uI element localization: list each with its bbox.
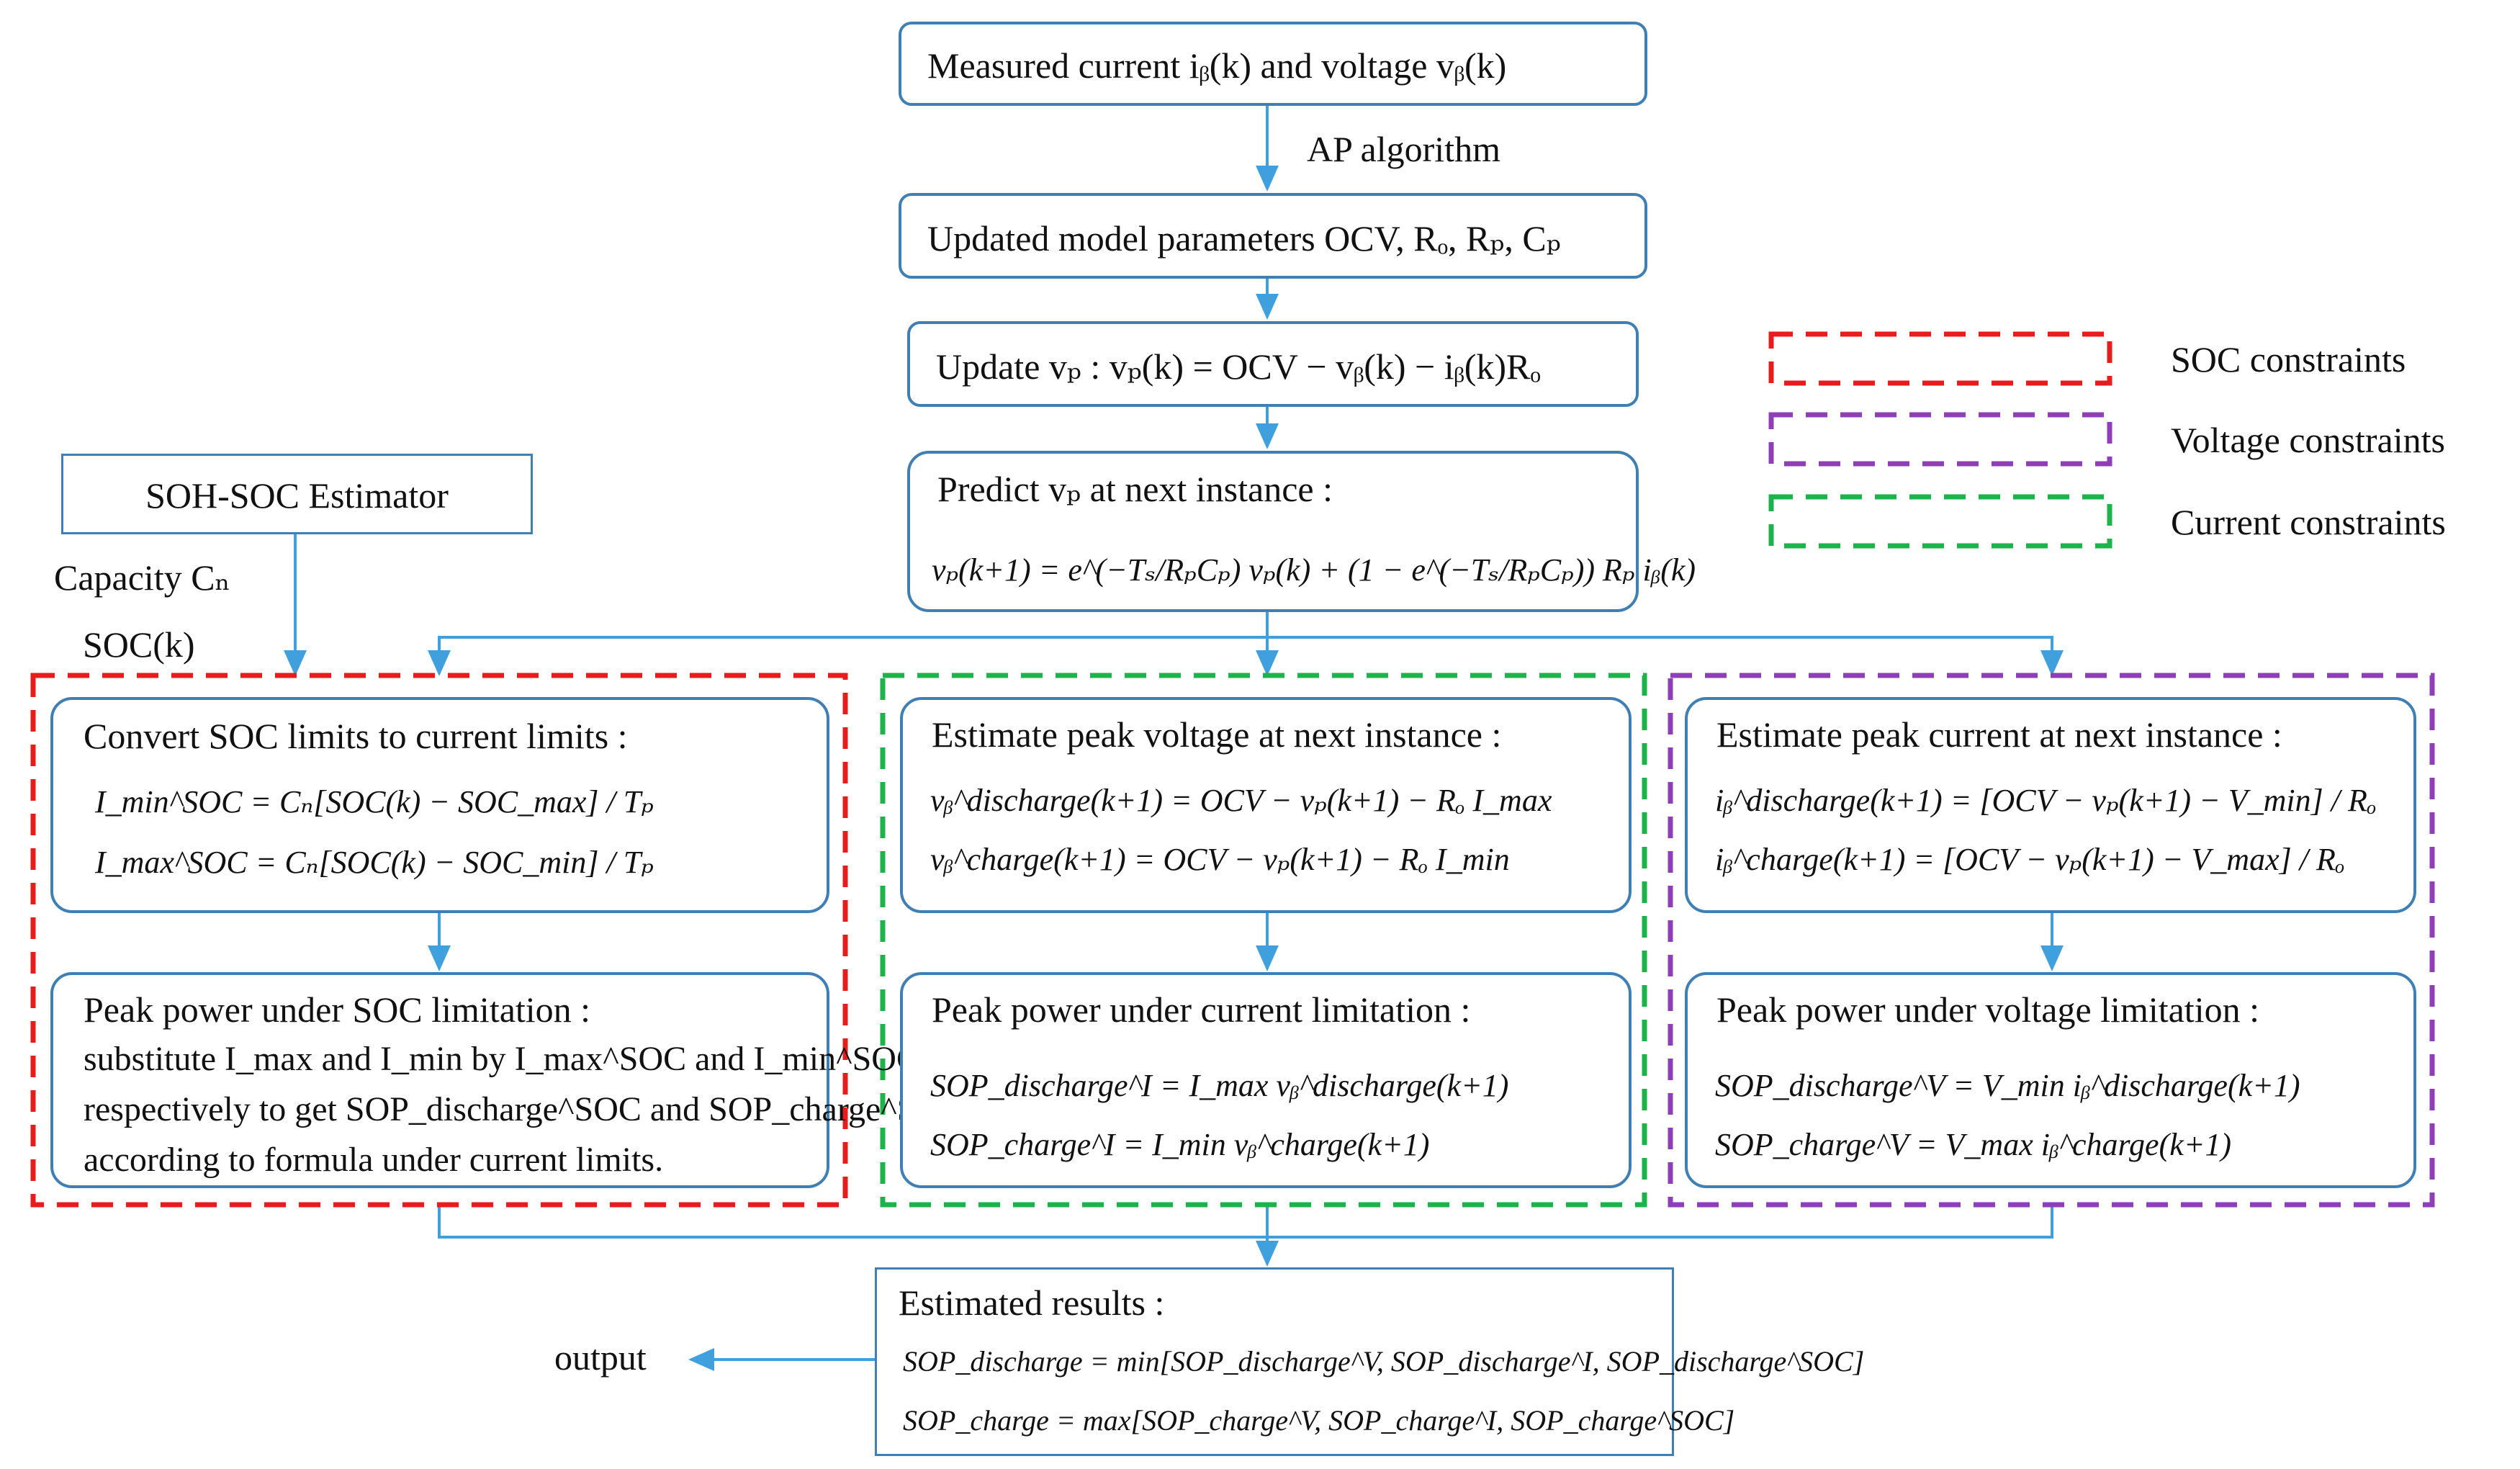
peak-current-title: Estimate peak current at next instance : — [1716, 714, 2282, 755]
estimated-results-title: Estimated results : — [899, 1282, 1165, 1323]
model-params-box: Updated model parameters OCV, Rₒ, Rₚ, Cₚ — [899, 193, 1647, 279]
legend-swatch-soc — [1768, 331, 2112, 386]
soc-constraint-region — [30, 673, 848, 1208]
soc-convert-title: Convert SOC limits to current limits : — [84, 716, 628, 756]
legend-swatch-current — [1768, 494, 2112, 549]
merge-line — [438, 1203, 2053, 1239]
model-params-label: Updated model parameters OCV, Rₒ, Rₚ, Cₚ — [927, 218, 1561, 259]
soc-peak-power-title: Peak power under SOC limitation : — [84, 989, 591, 1030]
update-vp-label: Update vₚ : vₚ(k) = OCV − vᵦ(k) − iᵦ(k)R… — [936, 346, 1541, 387]
soc-peak-power-line2: respectively to get SOP_discharge^SOC an… — [84, 1090, 965, 1128]
soc-convert-eq1: I_min^SOC = Cₙ[SOC(k) − SOC_max] / Tₚ — [95, 784, 654, 819]
legend-label-current: Current constraints — [2171, 502, 2446, 542]
branch-line — [438, 636, 2064, 676]
peak-voltage-eq2: vᵦ^charge(k+1) = OCV − vₚ(k+1) − Rₒ I_mi… — [930, 842, 1510, 877]
peak-voltage-title: Estimate peak voltage at next instance : — [932, 714, 1502, 755]
predict-vp-equation: vₚ(k+1) = e^(−Tₛ/RₚCₚ) vₚ(k) + (1 − e^(−… — [932, 552, 1696, 588]
predict-vp-title: Predict vₚ at next instance : — [937, 469, 1333, 509]
voltage-limit-power-title: Peak power under voltage limitation : — [1716, 989, 2259, 1030]
legend-swatch-voltage — [1768, 412, 2112, 467]
soc-peak-power-line3: according to formula under current limit… — [84, 1141, 664, 1179]
estimated-results-box: Estimated results : SOP_discharge = min[… — [875, 1267, 1864, 1456]
measured-input-box: Measured current iᵦ(k) and voltage vᵦ(k) — [899, 22, 1647, 106]
soc-convert-box: Convert SOC limits to current limits : I… — [50, 697, 829, 913]
voltage-limit-power-eq2: SOP_charge^V = V_max iᵦ^charge(k+1) — [1715, 1127, 2232, 1162]
legend-label-voltage: Voltage constraints — [2171, 420, 2445, 460]
estimated-results-eq2: SOP_charge = max[SOP_charge^V, SOP_charg… — [903, 1404, 1735, 1437]
soc-peak-power-line1: substitute I_max and I_min by I_max^SOC … — [84, 1040, 919, 1078]
soh-soc-estimator-label: SOH-SOC Estimator — [145, 475, 449, 516]
peak-voltage-box: Estimate peak voltage at next instance :… — [900, 697, 1632, 913]
voltage-limit-power-box: Peak power under voltage limitation : SO… — [1685, 972, 2416, 1188]
peak-current-eq1: iᵦ^discharge(k+1) = [OCV − vₚ(k+1) − V_m… — [1715, 783, 2377, 818]
estimated-results-eq1: SOP_discharge = min[SOP_discharge^V, SOP… — [903, 1345, 1865, 1378]
current-constraint-region — [880, 673, 1647, 1208]
predict-vp-box: Predict vₚ at next instance : vₚ(k+1) = … — [907, 451, 1696, 612]
voltage-limit-power-eq1: SOP_discharge^V = V_min iᵦ^discharge(k+1… — [1715, 1068, 2300, 1103]
capacity-label: Capacity Cₙ — [54, 557, 231, 598]
peak-voltage-eq1: vᵦ^discharge(k+1) = OCV − vₚ(k+1) − Rₒ I… — [930, 783, 1552, 818]
soc-peak-power-box: Peak power under SOC limitation : substi… — [50, 972, 964, 1188]
legend-label-soc: SOC constraints — [2171, 339, 2406, 379]
peak-current-box: Estimate peak current at next instance :… — [1685, 697, 2416, 913]
ap-algorithm-label: AP algorithm — [1307, 129, 1500, 169]
peak-current-eq2: iᵦ^charge(k+1) = [OCV − vₚ(k+1) − V_max]… — [1715, 842, 2345, 877]
current-limit-power-box: Peak power under current limitation : SO… — [900, 972, 1632, 1188]
soh-soc-estimator-box: SOH-SOC Estimator — [61, 454, 533, 534]
output-label: output — [554, 1337, 647, 1378]
update-vp-box: Update vₚ : vₚ(k) = OCV − vᵦ(k) − iᵦ(k)R… — [907, 321, 1639, 407]
current-limit-power-title: Peak power under current limitation : — [932, 989, 1471, 1030]
soc-k-label: SOC(k) — [83, 624, 195, 665]
soc-convert-eq2: I_max^SOC = Cₙ[SOC(k) − SOC_min] / Tₚ — [95, 845, 654, 880]
current-limit-power-eq1: SOP_discharge^I = I_max vᵦ^discharge(k+1… — [930, 1068, 1509, 1103]
voltage-constraint-region — [1668, 673, 2435, 1208]
measured-input-label: Measured current iᵦ(k) and voltage vᵦ(k) — [927, 45, 1507, 86]
current-limit-power-eq2: SOP_charge^I = I_min vᵦ^charge(k+1) — [930, 1127, 1430, 1162]
